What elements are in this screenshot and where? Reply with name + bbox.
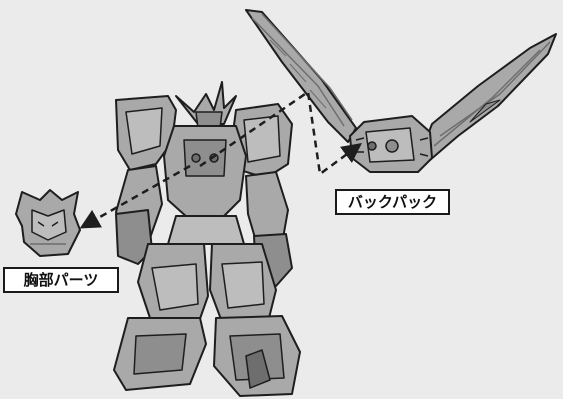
chest-arrow xyxy=(79,164,191,229)
robot-body xyxy=(113,81,301,397)
backpack-label: バックパック xyxy=(335,189,450,215)
right-wing xyxy=(421,33,557,161)
chest-parts-label: 胸部パーツ xyxy=(3,267,119,293)
backpack-arrow xyxy=(199,89,363,177)
chest-part xyxy=(15,189,81,257)
left-wing xyxy=(245,9,357,143)
assembly-guides xyxy=(79,89,363,229)
backpack-part xyxy=(349,115,433,173)
